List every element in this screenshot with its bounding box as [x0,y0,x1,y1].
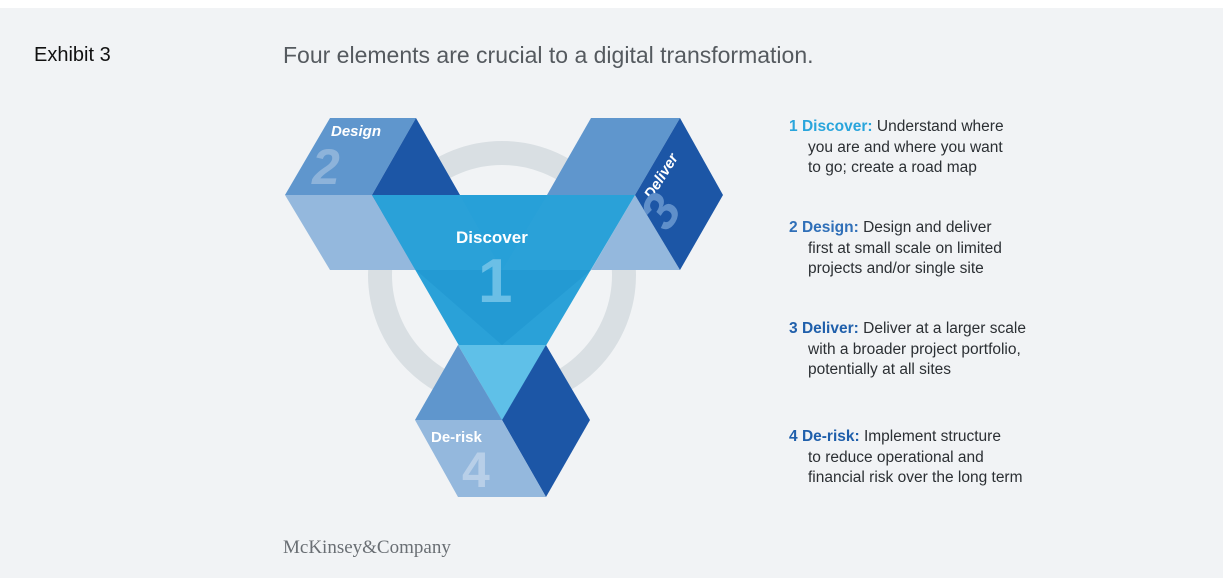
mckinsey-logo: McKinsey&Company [283,537,451,558]
legend-text-line: to reduce operational and [808,448,984,466]
cube-design-top-face [285,118,416,195]
cube-discover-lower-facet [416,270,591,345]
cube-deliver-right-face [635,118,723,270]
legend-text-line: you are and where you want [808,138,1003,156]
cube-design-left-face [285,195,416,270]
legend-item-deliver: 3 Deliver: Deliver at a larger scale wit… [789,319,1026,381]
legend-term: De-risk: [801,428,860,445]
legend-text-line: Deliver at a larger scale [863,320,1026,337]
legend-text-line: financial risk over the long term [808,469,1023,486]
cube-discover-label: Discover [456,228,528,247]
legend-text-line: projects and/or single site [808,260,984,277]
cube-discover-upper-facet [460,195,547,270]
cube-deliver-top-face [547,118,680,195]
legend-number: 4 [789,428,798,445]
cube-derisk: De-risk 4 [415,345,590,498]
exhibit-headline: Four elements are crucial to a digital t… [283,42,814,68]
legend-text-line: Understand where [876,118,1004,135]
legend-text-line: Implement structure [863,428,1001,445]
cube-derisk-left-upper-face [415,345,502,420]
cube-derisk-label: De-risk [431,429,483,446]
legend-number: 2 [789,219,798,236]
cube-deliver-lower-face [591,195,680,270]
legend-item-discover: 1 Discover: Understand where you are and… [789,117,1004,179]
cube-derisk-right-face [502,345,590,497]
legend-text-line: with a broader project portfolio, [808,340,1021,358]
legend-text-line: to go; create a road map [808,159,977,176]
legend-text-line: Design and deliver [863,219,992,236]
legend-term: Discover: [801,118,873,135]
cube-derisk-front-face [415,420,546,497]
cube-derisk-top-face [458,345,546,420]
legend-term: Deliver: [801,320,859,337]
cube-design-number: 2 [311,139,340,195]
legend-number: 3 [789,320,798,337]
legend-text-line: first at small scale on limited [808,239,1002,257]
cube-discover: Discover 1 [372,195,635,420]
exhibit-label: Exhibit 3 [34,44,111,66]
legend-number: 1 [789,118,798,135]
legend-term: Design: [801,219,859,236]
legend-item-design: 2 Design: Design and deliver first at sm… [789,218,1002,280]
cube-design-label: Design [331,123,381,140]
cube-derisk-number: 4 [462,442,490,498]
cube-design-right-upper-face [372,118,460,195]
cube-deliver: Deliver 3 [547,118,723,270]
legend-item-derisk: 4 De-risk: Implement structure to reduce… [789,427,1023,489]
cube-discover-number: 1 [478,247,512,316]
legend-text-line: potentially at all sites [808,361,952,378]
